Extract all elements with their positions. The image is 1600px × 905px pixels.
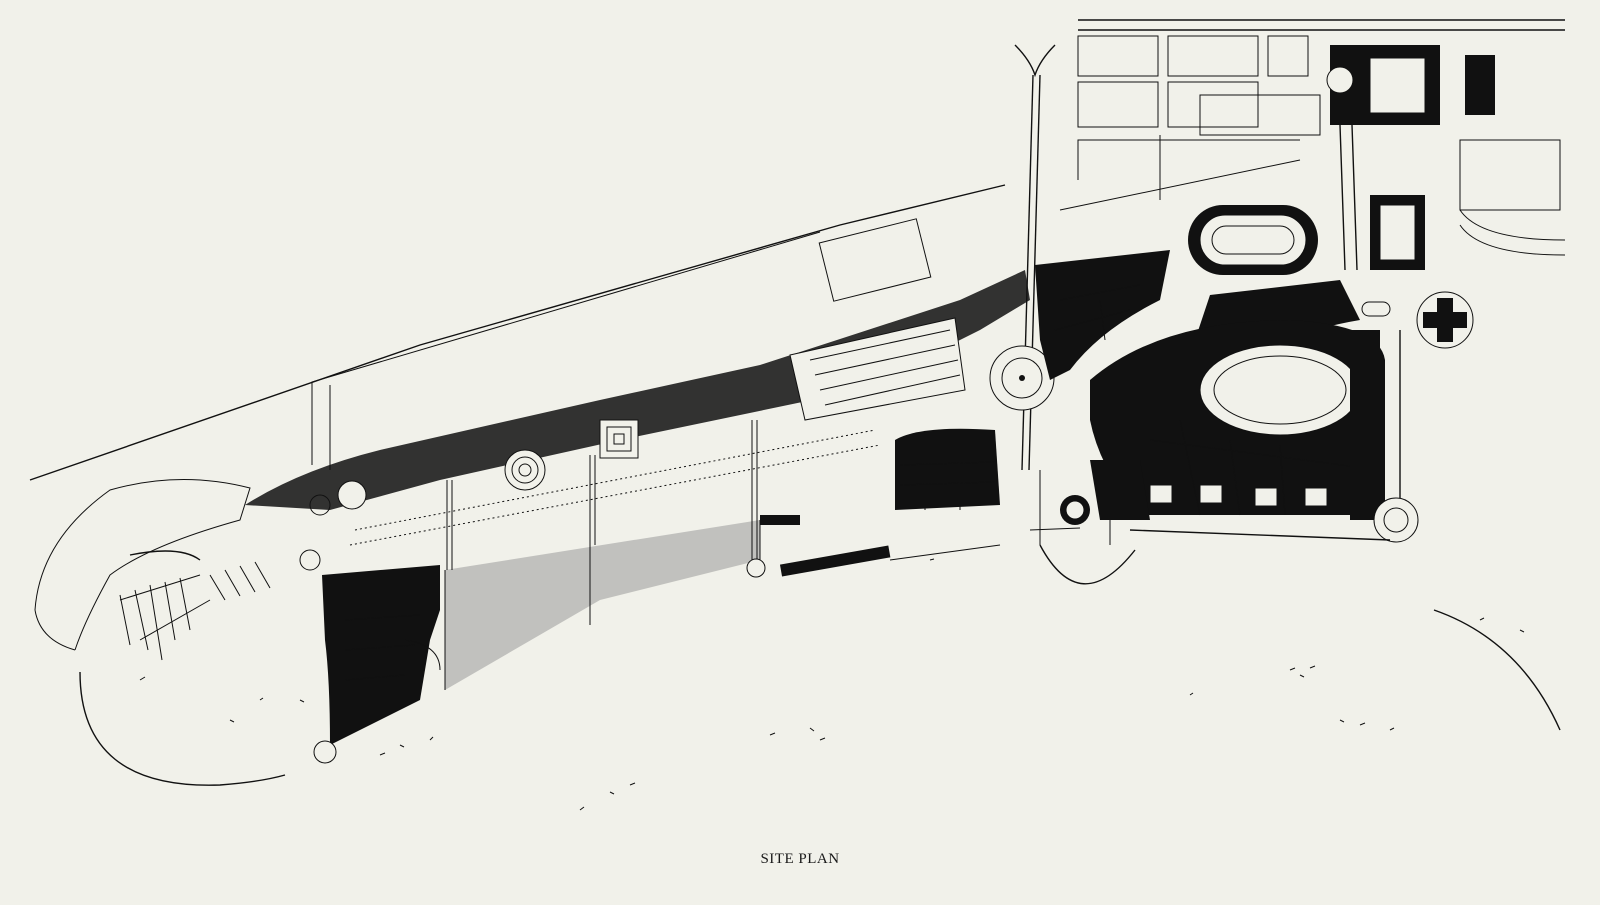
boats: [139, 558, 1525, 811]
harbor-blocks: [895, 428, 1150, 520]
marina: [79, 550, 286, 786]
landscape-band: [245, 270, 1030, 516]
oval-district: [1090, 320, 1385, 516]
city-blocks: [1059, 19, 1566, 256]
cross-avenues: [446, 420, 766, 578]
cross-pavilion: [1361, 291, 1474, 349]
plan-caption: SITE PLAN: [760, 851, 840, 867]
outer-road-lines: [29, 184, 1006, 481]
stadium: [1188, 205, 1318, 275]
east-breakwater: [1433, 609, 1561, 731]
pier: [760, 515, 1081, 577]
east-palace: [1129, 45, 1495, 543]
western-beach: [34, 479, 251, 651]
water-plaza: [1039, 470, 1136, 585]
garden-band: [349, 429, 881, 690]
southwest-quarter: [299, 549, 441, 764]
